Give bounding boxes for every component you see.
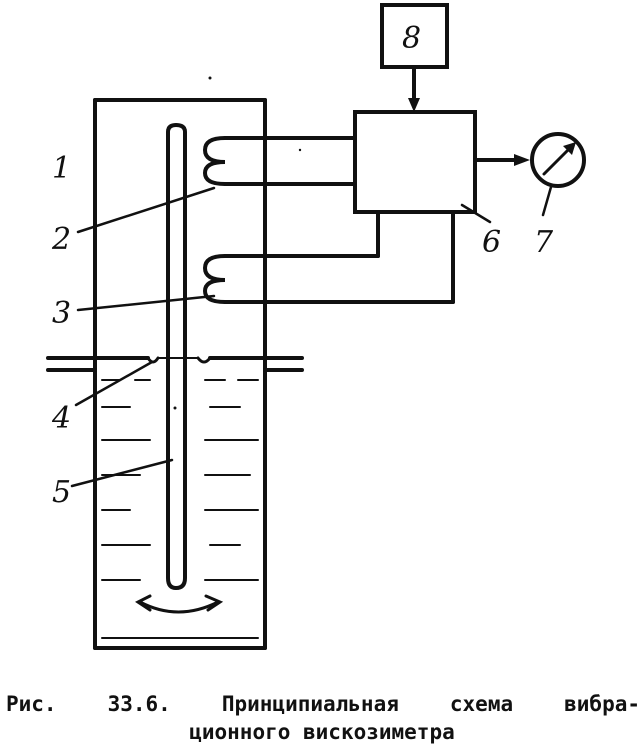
- caption-line-1: Рис. 33.6. Принципиальная схема вибра-: [6, 692, 640, 716]
- vessel: [93, 98, 267, 650]
- label-5: 5: [52, 475, 71, 510]
- label-7: 7: [534, 225, 554, 260]
- viscometer-diagram: 1 2 3 4 5 6 7 8: [46, 3, 586, 650]
- label-1: 1: [52, 151, 71, 186]
- gauge-dial-icon: [530, 132, 586, 188]
- coil-sense: [202, 210, 455, 304]
- caption-line-2: ционного вискозиметра: [189, 720, 455, 744]
- output-arrow: [473, 154, 530, 166]
- double-arrow-arc-icon: [135, 594, 224, 614]
- leader-lines: [70, 185, 553, 488]
- label-3: 3: [52, 296, 71, 331]
- liquid: [101, 379, 259, 639]
- speck: [208, 76, 212, 80]
- figure-caption: Рис. 33.6. Принципиальная схема вибра- ц…: [0, 690, 644, 753]
- label-4: 4: [51, 401, 71, 436]
- label-2: 2: [51, 222, 71, 257]
- generator-arrow: [408, 65, 420, 112]
- label-8: 8: [402, 21, 421, 56]
- label-6: 6: [482, 225, 501, 260]
- support-plate: [46, 356, 304, 372]
- coil-drive: [202, 136, 357, 186]
- speck: [298, 148, 302, 152]
- probe-rod: [166, 122, 187, 591]
- processing-block: [353, 110, 477, 214]
- speck: [173, 406, 177, 410]
